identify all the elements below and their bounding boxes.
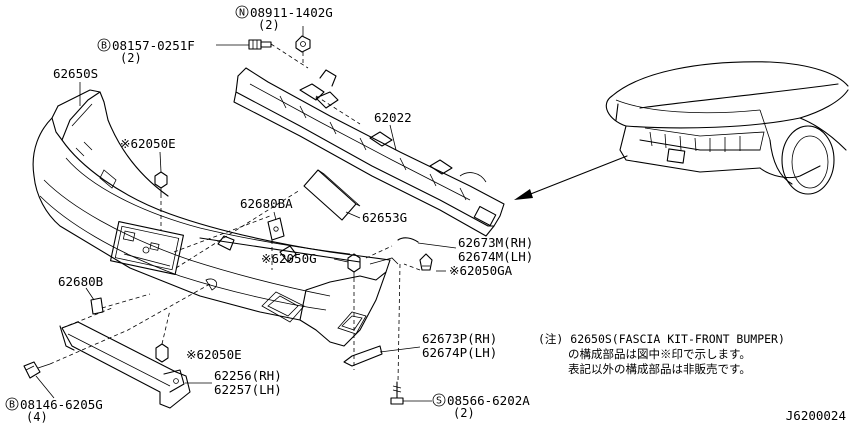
label-62673P-rh: 62673P(RH) [422,331,497,346]
bolt-08146 [23,361,51,379]
callout-code: 08146-6205G [20,397,103,412]
label-62257-lh: 62257(LH) [214,382,282,397]
bumper-reinforcement-62022 [233,67,505,237]
fascia-kit-note: (注) 62650S(FASCIA KIT-FRONT BUMPER) の構成部… [538,332,785,376]
figure-id: J6200024 [786,408,846,423]
label-62050E-lower: ※62050E [186,347,242,362]
nut-08911 [295,35,311,53]
energy-absorber-62653G [303,169,361,221]
bolt-08157 [248,39,272,50]
bumper-fascia-62650S [32,89,399,347]
screw-08566 [390,381,404,405]
callout-08911-1402G: N 08911-1402G (2) [235,5,333,32]
vehicle-front-illustration [605,61,849,195]
label-62680BA: 62680BA [240,196,293,211]
callout-08157-0251F: B 08157-0251F (2) [97,38,195,65]
callout-08146-6205G: B 08146-6205G (4) [5,397,103,424]
label-62022: 62022 [374,110,412,125]
clip-62050G [347,253,361,278]
callout-prefix: N [239,8,245,19]
callout-code: 08566-6202A [447,393,530,408]
label-62674P-lh: 62674P(LH) [422,345,497,360]
callout-qty: (2) [120,51,142,65]
clip-62050E-lower [155,343,169,363]
label-62050G: ※62050G [261,251,317,266]
label-62673M-rh: 62673M(RH) [458,235,533,250]
label-62050GA: ※62050GA [449,263,513,278]
callout-code: 08911-1402G [250,5,333,20]
callout-prefix: S [436,396,442,407]
label-62680B: 62680B [58,274,103,289]
bracket-62680B [90,297,104,315]
callout-08566-6202A: S 08566-6202A (2) [432,393,530,420]
callout-prefix: B [101,41,107,52]
label-62050E-upper: ※62050E [120,136,176,151]
view-direction-arrow [514,155,628,200]
callout-qty: (2) [258,18,280,32]
clip-62050E-upper [154,171,168,194]
cover-62673P [343,345,383,367]
seal-62673M [397,237,419,243]
bumper-stay-62256-62257 [59,321,191,409]
assembly-lines [49,43,421,383]
callout-prefix: B [9,400,15,411]
callout-qty: (2) [453,406,475,420]
label-62256-rh: 62256(RH) [214,368,282,383]
note-line-1: (注) 62650S(FASCIA KIT-FRONT BUMPER) [538,332,785,346]
label-62674M-lh: 62674M(LH) [458,249,533,264]
note-line-2: の構成部品は図中※印で示します。 [568,347,751,361]
clip-62050GA [419,253,433,271]
leader-lines [35,26,457,402]
label-62650S: 62650S [53,66,98,81]
callout-qty: (4) [26,410,48,424]
callout-code: 08157-0251F [112,38,195,53]
bracket-62680BA [267,217,285,241]
note-line-3: 表記以外の構成部品は非販売です。 [568,362,751,376]
label-62653G: 62653G [362,210,407,225]
